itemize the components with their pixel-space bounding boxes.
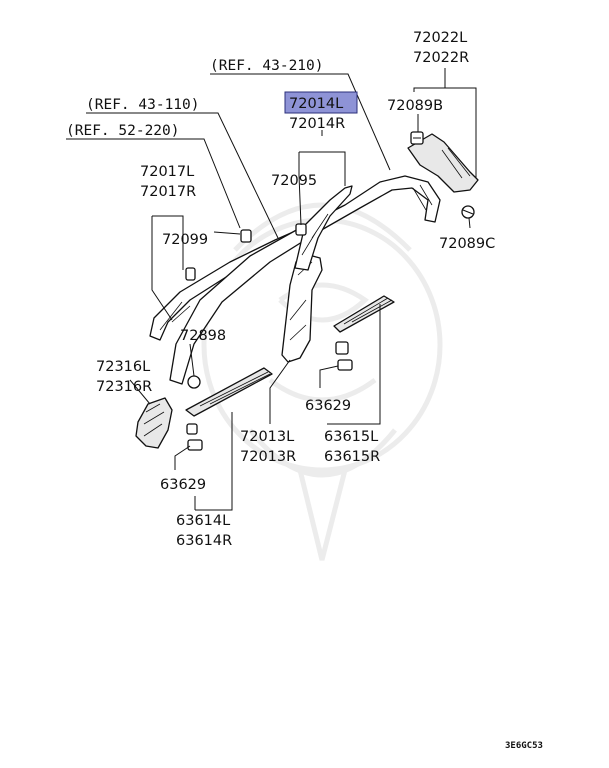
ref-52-220-label[interactable]: (REF. 52-220) — [66, 123, 180, 139]
part-72014r-label[interactable]: 72014R — [289, 116, 345, 132]
clip-72095[interactable] — [295, 223, 307, 236]
part-72022r-label[interactable]: 72022R — [413, 50, 469, 66]
part-63614r-label[interactable]: 63614R — [176, 533, 232, 549]
ref-43-210-label[interactable]: (REF. 43-210) — [210, 58, 324, 74]
front-scuff-plate[interactable] — [185, 367, 273, 417]
part-72017r-label[interactable]: 72017R — [140, 184, 196, 200]
part-72014l-label[interactable]: 72014L — [289, 96, 343, 112]
clip-72099-lower[interactable] — [185, 267, 196, 281]
part-63629-left-label[interactable]: 63629 — [160, 477, 206, 493]
part-72316r-label[interactable]: 72316R — [96, 379, 152, 395]
part-63615r-label[interactable]: 63615R — [324, 449, 380, 465]
part-72017l-label[interactable]: 72017L — [140, 164, 194, 180]
highlight-box — [284, 91, 358, 114]
kick-panel[interactable] — [135, 397, 173, 449]
part-72089c-label[interactable]: 72089C — [439, 236, 495, 252]
roof-side-trim[interactable] — [169, 175, 441, 385]
part-72013r-label[interactable]: 72013R — [240, 449, 296, 465]
part-72095-label[interactable]: 72095 — [271, 173, 317, 189]
clip-72089b[interactable] — [410, 131, 424, 145]
leader-lines — [66, 68, 477, 511]
clip-72099[interactable] — [240, 229, 252, 243]
diagram-code: 3E6GC53 — [505, 741, 543, 751]
b-pillar-strip[interactable] — [294, 185, 353, 271]
clip-63629-right[interactable] — [335, 341, 353, 371]
part-72022l-label[interactable]: 72022L — [413, 30, 467, 46]
rear-scuff-plate[interactable] — [333, 295, 395, 333]
part-63615l-label[interactable]: 63615L — [324, 429, 378, 445]
clip-72089c[interactable] — [461, 205, 475, 219]
clip-72898[interactable] — [187, 375, 201, 389]
ref-43-110-label[interactable]: (REF. 43-110) — [86, 97, 200, 113]
part-63629-right-label[interactable]: 63629 — [305, 398, 351, 414]
b-pillar-upper-trim[interactable] — [281, 253, 323, 363]
part-72089b-label[interactable]: 72089B — [387, 98, 443, 114]
part-63614l-label[interactable]: 63614L — [176, 513, 230, 529]
part-72013l-label[interactable]: 72013L — [240, 429, 294, 445]
quarter-upper-trim[interactable] — [407, 133, 479, 193]
part-72316l-label[interactable]: 72316L — [96, 359, 150, 375]
part-72898-label[interactable]: 72898 — [180, 328, 226, 344]
part-72099-label[interactable]: 72099 — [162, 232, 208, 248]
clip-63629-left[interactable] — [186, 423, 203, 451]
